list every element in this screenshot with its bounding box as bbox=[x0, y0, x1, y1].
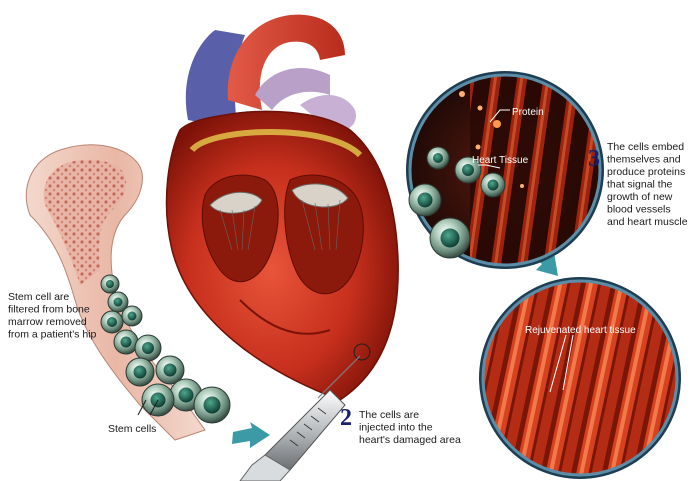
stem-cell-icon bbox=[155, 355, 185, 385]
step-2-text: The cells are injected into the heart's … bbox=[359, 409, 461, 446]
stem-cell-icon bbox=[429, 217, 471, 259]
stem-cell-icon bbox=[113, 329, 139, 355]
flow-arrow-icon bbox=[232, 422, 270, 448]
stem-cell-icon bbox=[100, 274, 120, 294]
magnified-circle bbox=[479, 277, 681, 479]
stem-cell-icon bbox=[121, 305, 143, 327]
step-3-number: 3 bbox=[588, 146, 600, 172]
stem-cell-icon bbox=[426, 146, 450, 170]
stem-cell-icon bbox=[454, 156, 482, 184]
stem-cell-icon bbox=[193, 386, 231, 424]
leader-lines bbox=[478, 109, 574, 393]
stem-cell-cluster bbox=[408, 146, 506, 259]
protein-label: Protein bbox=[512, 107, 544, 118]
step-3-text: The cells embed themselves and produce p… bbox=[607, 141, 688, 228]
stem-cell-icon bbox=[125, 357, 155, 387]
stem-cell-icon bbox=[134, 334, 162, 362]
stem-cell-icon bbox=[480, 172, 506, 198]
heart-illustration bbox=[165, 14, 399, 401]
syringe-illustration bbox=[239, 355, 361, 481]
rejuvenated-label: Rejuvenated heart tissue bbox=[525, 325, 636, 336]
stem-cell-icon bbox=[100, 310, 124, 334]
leader-lines bbox=[137, 399, 159, 416]
heart-tissue-label: Heart Tissue bbox=[472, 155, 529, 166]
stem-cell-icon bbox=[107, 291, 129, 313]
stem-cell-icon bbox=[408, 183, 442, 217]
step-2-number: 2 bbox=[340, 405, 352, 431]
step-1-text: Stem cell are filtered from bone marrow … bbox=[8, 291, 97, 341]
stem-cell-cluster bbox=[100, 274, 231, 424]
stem-cells-label: Stem cells bbox=[108, 423, 156, 435]
